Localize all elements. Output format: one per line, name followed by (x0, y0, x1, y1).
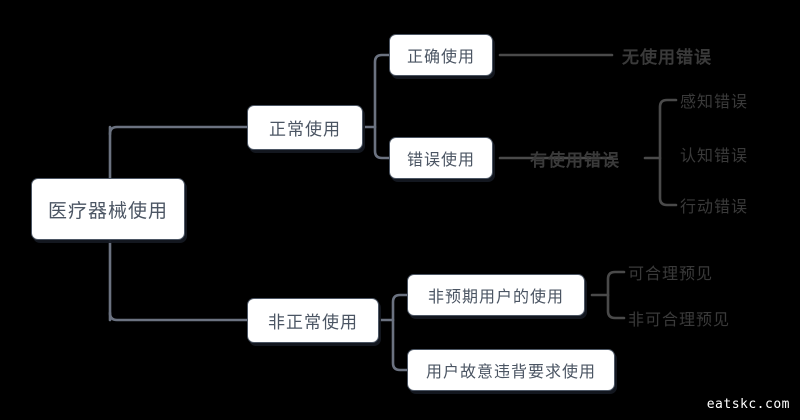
leaf-perception-error[interactable]: 感知错误 (680, 88, 748, 112)
node-abnormal-use-label: 非正常使用 (268, 313, 358, 332)
leaf-has-use-error-label: 有使用错误 (530, 150, 620, 170)
leaf-action-error-label: 行动错误 (680, 199, 749, 216)
leaf-reasonably-foreseeable[interactable]: 可合理预见 (628, 260, 713, 284)
wire-haserror-bracket (658, 98, 678, 207)
leaf-cognition-error-label: 认知错误 (680, 148, 749, 165)
node-intentional-violation-use[interactable]: 用户故意违背要求使用 (407, 349, 615, 391)
node-correct-use-label: 正确使用 (406, 49, 475, 66)
wire-root-to-normal (108, 125, 249, 136)
watermark: eatskc.com (707, 397, 790, 412)
node-wrong-use-label: 错误使用 (406, 152, 475, 169)
node-abnormal-use[interactable]: 非正常使用 (247, 298, 379, 343)
leaf-has-use-error[interactable]: 有使用错误 (530, 145, 620, 171)
leaf-perception-error-label: 感知错误 (680, 94, 749, 111)
node-wrong-use[interactable]: 错误使用 (389, 137, 493, 179)
leaf-no-use-error-label: 无使用错误 (622, 47, 712, 67)
watermark-text: eatskc.com (706, 397, 790, 412)
leaf-reasonably-foreseeable-label: 可合理预见 (628, 266, 714, 283)
wire-root-to-abnormal (108, 311, 249, 322)
wire-abnormal-bracket (391, 293, 409, 372)
leaf-action-error[interactable]: 行动错误 (680, 193, 748, 217)
leaf-cognition-error[interactable]: 认知错误 (680, 142, 748, 166)
wire-unexpected-bracket (606, 270, 626, 320)
wire-normal-bracket (373, 53, 391, 160)
leaf-not-reasonably-foreseeable[interactable]: 非可合理预见 (628, 306, 730, 330)
node-root-label: 医疗器械使用 (47, 200, 168, 222)
node-correct-use[interactable]: 正确使用 (389, 34, 493, 76)
node-intentional-violation-use-label: 用户故意违背要求使用 (425, 364, 596, 381)
node-normal-use-label: 正常使用 (269, 120, 341, 139)
node-unexpected-user-use-label: 非预期用户的使用 (427, 289, 564, 306)
leaf-not-reasonably-foreseeable-label: 非可合理预见 (628, 312, 731, 329)
leaf-no-use-error[interactable]: 无使用错误 (622, 42, 712, 68)
node-normal-use[interactable]: 正常使用 (247, 105, 363, 150)
node-unexpected-user-use[interactable]: 非预期用户的使用 (407, 274, 585, 316)
node-root[interactable]: 医疗器械使用 (31, 178, 185, 240)
